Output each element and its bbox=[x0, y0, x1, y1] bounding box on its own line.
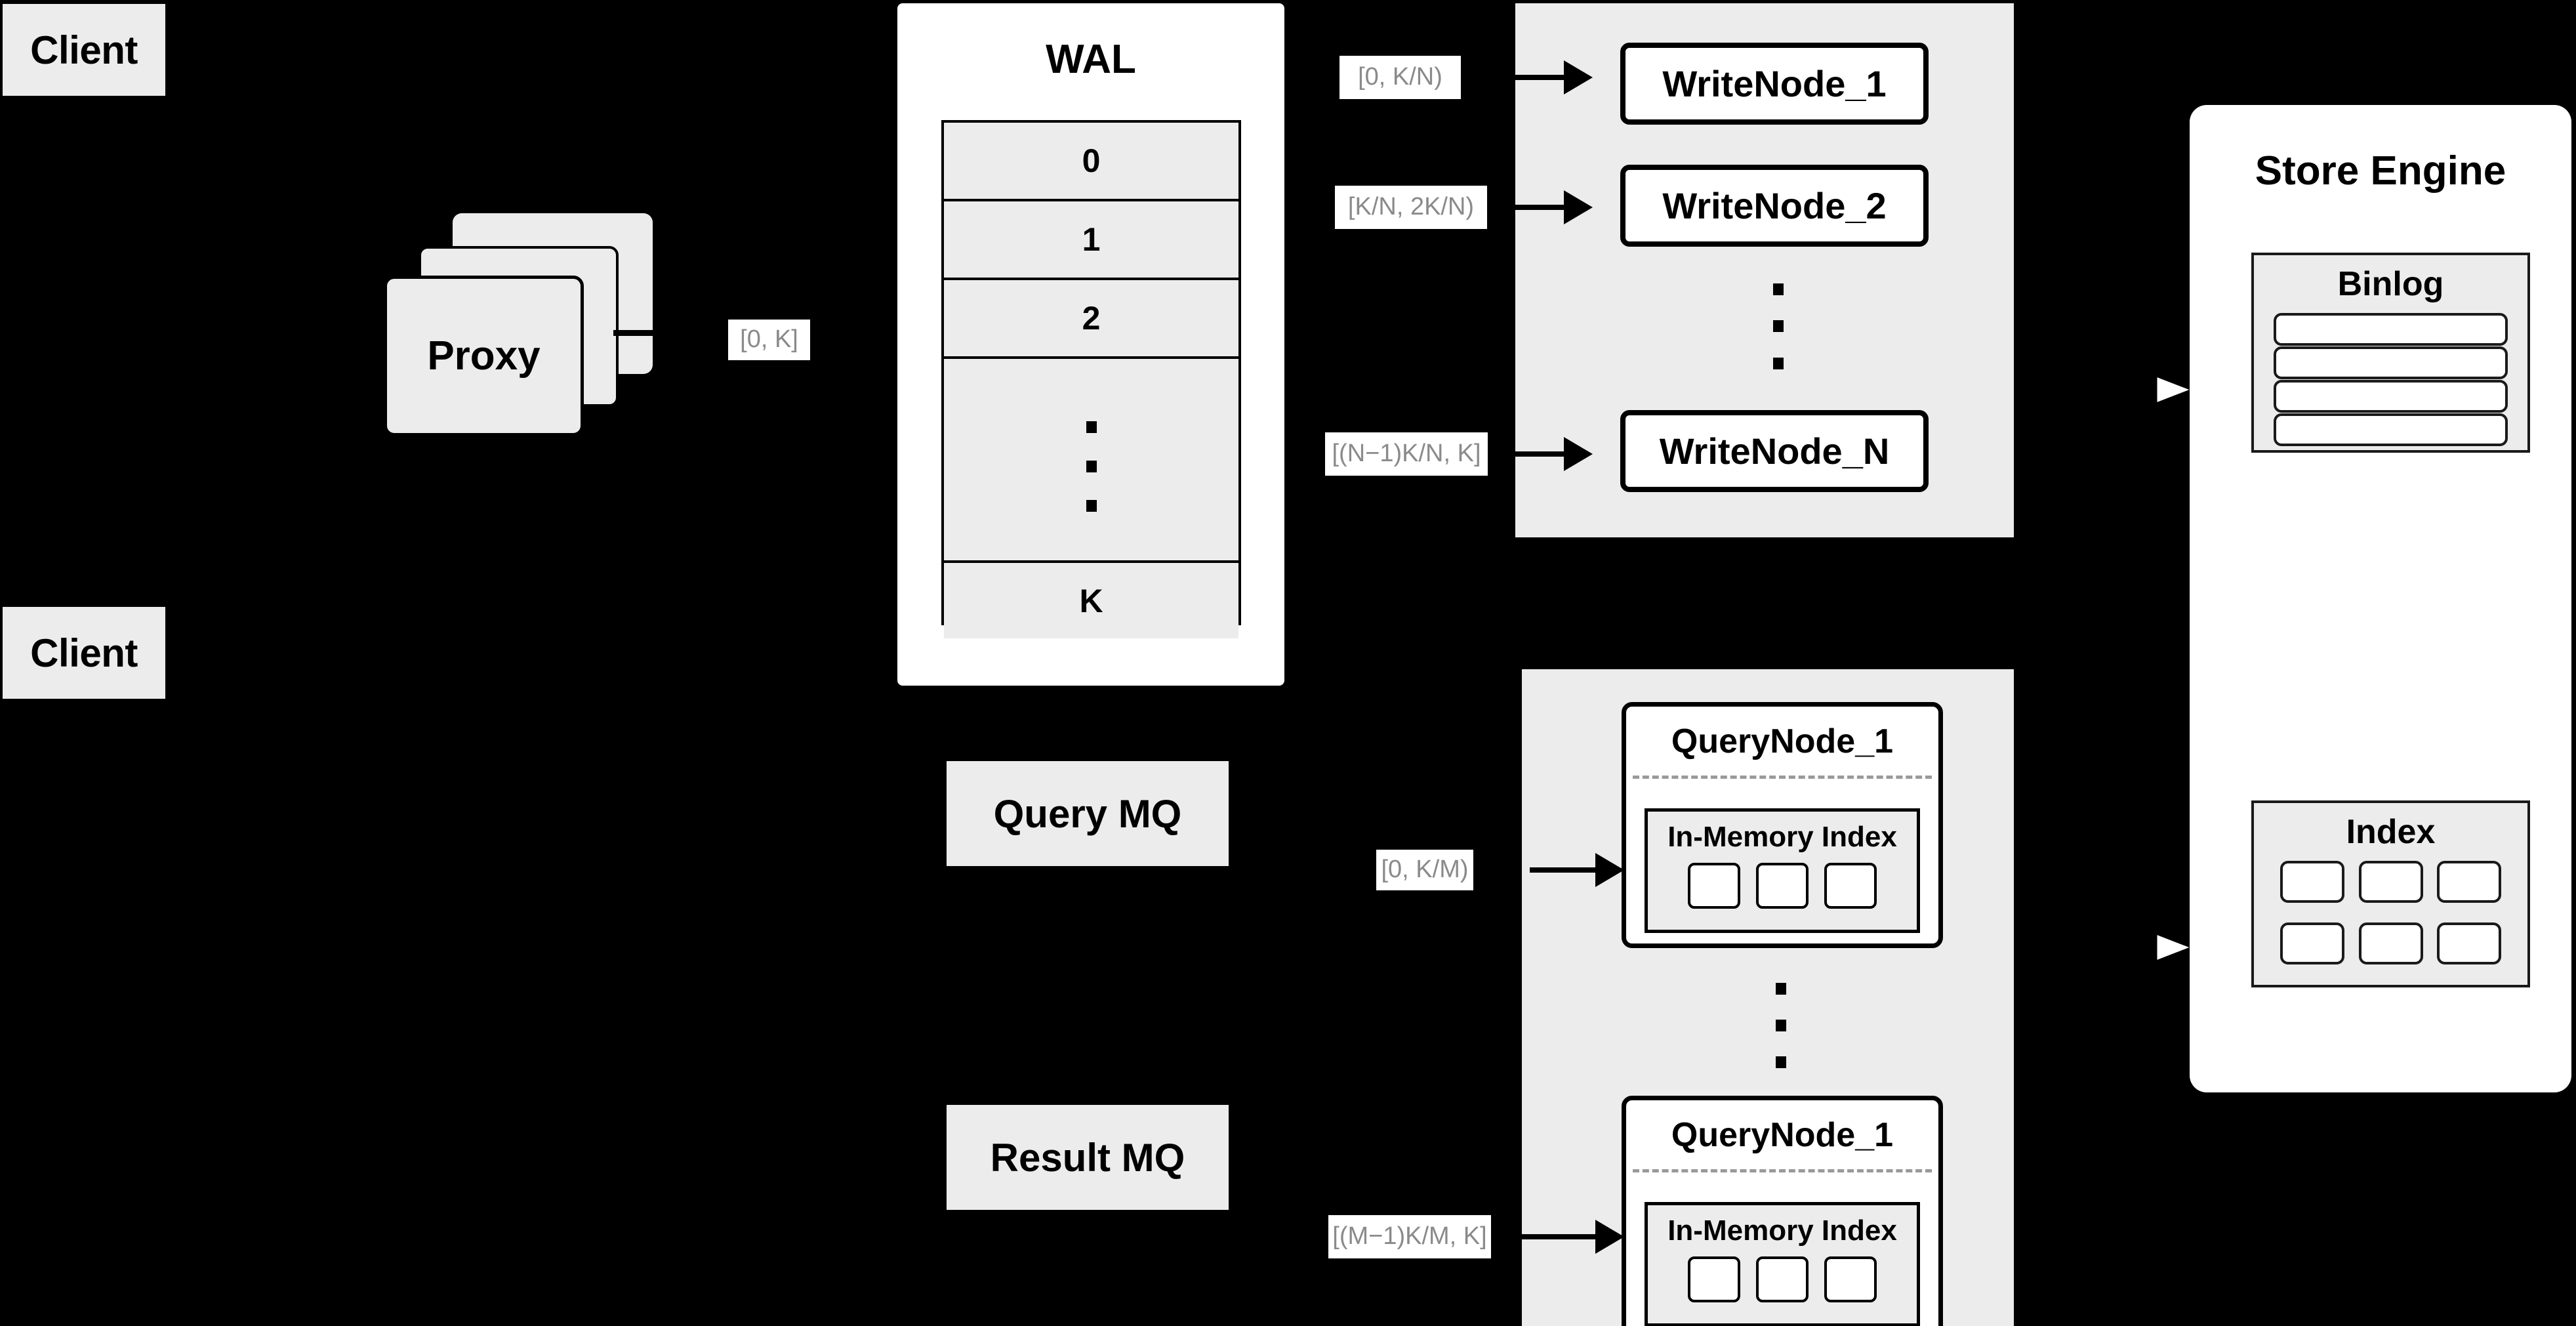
in-memory-index-m-title: In-Memory Index bbox=[1667, 1214, 1897, 1247]
ellipsis-dot bbox=[1776, 1056, 1786, 1068]
index-cell bbox=[2437, 861, 2501, 903]
query-node-group-panel: QueryNode_1 In-Memory Index QueryNode_1 … bbox=[1522, 669, 2014, 1326]
client-box-2: Client bbox=[3, 607, 165, 699]
binlog-row bbox=[2274, 346, 2508, 379]
proxy-stack: Proxy bbox=[384, 213, 692, 436]
write-node-2: WriteNode_2 bbox=[1620, 165, 1929, 247]
query-node-1-separator bbox=[1633, 776, 1932, 779]
arrow-line-to-write-node-2 bbox=[1490, 205, 1564, 210]
arrow-line-to-index bbox=[2087, 945, 2156, 949]
arrow-line-to-write-node-1 bbox=[1464, 75, 1564, 80]
wal-title: WAL bbox=[1046, 36, 1136, 82]
arrow-head-to-binlog bbox=[2152, 370, 2202, 409]
wal-row-0: 0 bbox=[944, 123, 1238, 201]
index-cell bbox=[1756, 863, 1809, 909]
query-node-m-title: QueryNode_1 bbox=[1671, 1115, 1894, 1154]
in-memory-index-1-title: In-Memory Index bbox=[1667, 821, 1897, 853]
index-cell bbox=[2280, 861, 2344, 903]
range-label-query-node-m: [(M−1)K/M, K] bbox=[1328, 1215, 1491, 1258]
binlog-title: Binlog bbox=[2337, 265, 2444, 303]
ellipsis-dot bbox=[1086, 461, 1097, 472]
ellipsis-dot bbox=[1086, 421, 1097, 433]
result-mq-label: Result MQ bbox=[990, 1135, 1185, 1180]
arrow-head-to-query-node-m bbox=[1595, 1220, 1624, 1254]
arrow-head-to-index bbox=[2152, 928, 2202, 967]
wal-row-1: 1 bbox=[944, 201, 1238, 280]
arrow-line-to-binlog bbox=[2087, 387, 2156, 392]
proxy-card-front: Proxy bbox=[384, 276, 584, 436]
index-cell bbox=[1824, 863, 1877, 909]
index-panel: Index bbox=[2251, 800, 2530, 987]
write-node-1-label: WriteNode_1 bbox=[1662, 63, 1887, 104]
index-cell bbox=[1688, 1256, 1740, 1302]
in-memory-index-m: In-Memory Index bbox=[1645, 1202, 1920, 1326]
wal-row-ellipsis bbox=[944, 359, 1238, 563]
client-box-1: Client bbox=[3, 4, 165, 96]
arrow-line-to-query-node-1 bbox=[1530, 867, 1595, 873]
write-node-group-panel: WriteNode_1 WriteNode_2 WriteNode_N bbox=[1515, 3, 2014, 537]
binlog-row bbox=[2274, 313, 2508, 346]
wal-row-k: K bbox=[944, 563, 1238, 638]
index-cell bbox=[2280, 922, 2344, 964]
store-engine-panel: Store Engine Binlog Index bbox=[2190, 105, 2571, 1092]
arrow-line-to-query-node-m bbox=[1496, 1234, 1595, 1239]
binlog-row bbox=[2274, 380, 2508, 413]
result-mq-box: Result MQ bbox=[947, 1105, 1229, 1210]
index-cell bbox=[2358, 922, 2423, 964]
write-node-1: WriteNode_1 bbox=[1620, 43, 1929, 125]
write-node-n-label: WriteNode_N bbox=[1659, 430, 1890, 472]
index-cell bbox=[2437, 922, 2501, 964]
ellipsis-dot bbox=[1776, 1020, 1786, 1031]
ellipsis-dot bbox=[1773, 320, 1784, 332]
arrow-head-to-write-node-n bbox=[1564, 437, 1593, 471]
range-label-query-node-1: [0, K/M) bbox=[1376, 850, 1473, 890]
write-node-n: WriteNode_N bbox=[1620, 410, 1929, 492]
arrow-head-to-query-node-1 bbox=[1595, 853, 1624, 887]
range-label-write-node-1: [0, K/N) bbox=[1339, 56, 1461, 99]
query-node-m: QueryNode_1 In-Memory Index bbox=[1622, 1096, 1943, 1326]
index-title: Index bbox=[2346, 813, 2436, 851]
range-label-proxy-to-wal: [0, K] bbox=[728, 320, 810, 360]
range-label-write-node-2: [K/N, 2K/N) bbox=[1335, 186, 1487, 229]
query-node-1: QueryNode_1 In-Memory Index bbox=[1622, 702, 1943, 948]
client-label-2: Client bbox=[30, 631, 138, 675]
query-node-m-separator bbox=[1633, 1169, 1932, 1172]
index-cell bbox=[1824, 1256, 1877, 1302]
range-label-write-node-n: [(N−1)K/N, K] bbox=[1325, 432, 1488, 476]
proxy-label: Proxy bbox=[427, 333, 541, 379]
arrow-head-to-write-node-2 bbox=[1564, 190, 1593, 224]
index-cell bbox=[1756, 1256, 1809, 1302]
query-mq-box: Query MQ bbox=[947, 761, 1229, 866]
client-label-1: Client bbox=[30, 28, 138, 72]
in-memory-index-1: In-Memory Index bbox=[1645, 808, 1920, 933]
binlog-row bbox=[2274, 413, 2508, 446]
arrow-head-to-write-node-1 bbox=[1564, 60, 1593, 94]
ellipsis-dot bbox=[1086, 500, 1097, 512]
query-mq-label: Query MQ bbox=[993, 791, 1182, 836]
ellipsis-dot bbox=[1776, 983, 1786, 995]
query-node-1-title: QueryNode_1 bbox=[1671, 722, 1894, 760]
binlog-panel: Binlog bbox=[2251, 253, 2530, 453]
ellipsis-dot bbox=[1773, 358, 1784, 369]
wal-table: 0 1 2 K bbox=[941, 120, 1241, 638]
index-cell bbox=[1688, 863, 1740, 909]
write-node-2-label: WriteNode_2 bbox=[1662, 185, 1887, 226]
wal-row-2: 2 bbox=[944, 280, 1238, 359]
proxy-connector-stub bbox=[613, 330, 654, 336]
index-cell bbox=[2358, 861, 2423, 903]
wal-panel: WAL 0 1 2 K bbox=[897, 3, 1284, 686]
store-engine-title: Store Engine bbox=[2255, 148, 2506, 194]
arrow-line-to-write-node-n bbox=[1490, 451, 1564, 457]
ellipsis-dot bbox=[1773, 283, 1784, 295]
